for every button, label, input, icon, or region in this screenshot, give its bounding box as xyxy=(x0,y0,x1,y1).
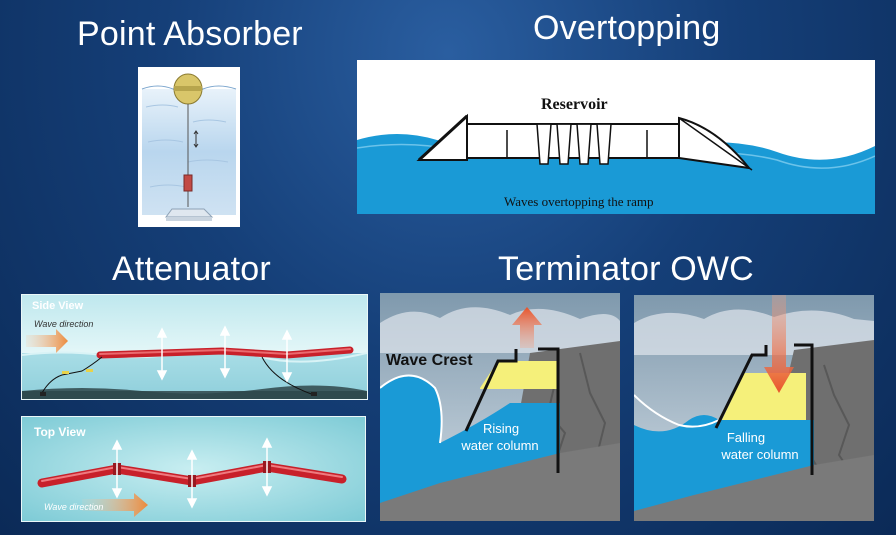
point-absorber-heading: Point Absorber xyxy=(77,15,303,53)
air-chamber xyxy=(480,361,558,389)
air-chamber xyxy=(722,373,806,420)
owc-rising-panel: Wave Crest Rising water column xyxy=(380,293,620,521)
attenuator-top-view: Top View Wave direction xyxy=(21,416,366,522)
owc-falling-panel: Falling water column xyxy=(634,295,874,521)
overtopping-heading: Overtopping xyxy=(533,9,721,47)
top-view-label: Top View xyxy=(34,425,86,439)
side-view-label: Side View xyxy=(32,300,84,312)
attenuator-side-drawing: Side View Wave direction xyxy=(22,295,367,399)
terminator-owc-heading: Terminator OWC xyxy=(498,250,754,288)
rising-label-line2: water column xyxy=(460,438,538,453)
wave-crest-label: Wave Crest xyxy=(386,352,473,369)
attenuator-top-drawing: Top View Wave direction xyxy=(22,417,365,521)
point-absorber-illustration xyxy=(138,67,240,227)
side-motion-arrows xyxy=(156,325,293,383)
owc-chamber-walls xyxy=(464,347,560,473)
seabed-base xyxy=(165,208,214,218)
overtopping-caption: Waves overtopping the ramp xyxy=(504,194,654,209)
falling-label-line1: Falling xyxy=(727,430,765,445)
overtopping-drawing: Reservoir Waves overtopping the ramp xyxy=(357,96,875,214)
air-flow-down-arrow xyxy=(764,295,794,393)
overtopping-diagram: Reservoir Waves overtopping the ramp xyxy=(357,60,875,214)
top-wave-direction-label: Wave direction xyxy=(44,502,103,512)
power-takeoff-unit xyxy=(183,174,193,192)
owc-chamber-walls xyxy=(714,343,814,475)
owc-rising-drawing: Wave Crest Rising water column xyxy=(380,293,620,521)
falling-label-line2: water column xyxy=(720,447,798,462)
turbine-outlets xyxy=(536,123,612,165)
air-flow-up-arrow xyxy=(512,307,542,348)
side-wave-direction-arrow xyxy=(26,329,68,353)
point-absorber-drawing xyxy=(141,73,237,221)
seabed-rock xyxy=(634,455,874,521)
top-wave-direction-arrow xyxy=(82,493,148,517)
seabed-rock xyxy=(380,443,620,521)
top-motion-arrows xyxy=(111,437,273,509)
pelamis-side-body xyxy=(96,346,354,359)
reservoir-label: Reservoir xyxy=(541,96,608,113)
side-wave-direction-label: Wave direction xyxy=(34,319,93,329)
rising-label-line1: Rising xyxy=(483,421,519,436)
attenuator-side-view: Side View Wave direction xyxy=(21,294,368,400)
attenuator-heading: Attenuator xyxy=(112,250,271,288)
owc-falling-drawing: Falling water column xyxy=(634,295,874,521)
